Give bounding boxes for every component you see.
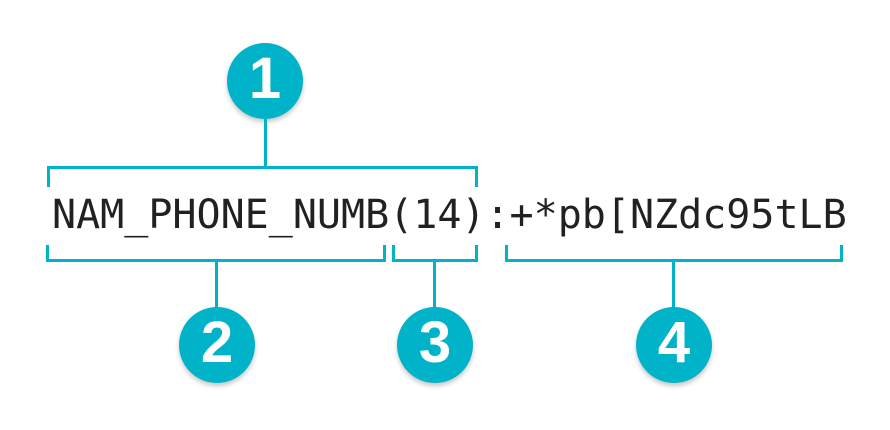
callout-3-badge: 3 [397,307,473,383]
callout-4-bracket [505,245,843,262]
callout-1-bracket [47,166,478,187]
callout-4-badge: 4 [636,307,712,383]
callout-1-label: 1 [248,46,282,111]
callout-3-label: 3 [418,310,452,375]
callout-1-badge: 1 [227,43,303,119]
callout-2-connector-line [215,262,218,308]
callout-3-connector-line [433,262,436,308]
callout-2-bracket [46,245,386,262]
callout-2-label: 2 [200,310,234,375]
code-string: NAM_PHONE_NUMB(14):+*pb[NZdc95tLB [52,192,847,238]
callout-4-label: 4 [657,310,691,375]
callout-4-connector-line [672,262,675,308]
callout-1-connector-line [264,119,267,168]
callout-3-bracket [392,245,478,262]
callout-2-badge: 2 [179,307,255,383]
